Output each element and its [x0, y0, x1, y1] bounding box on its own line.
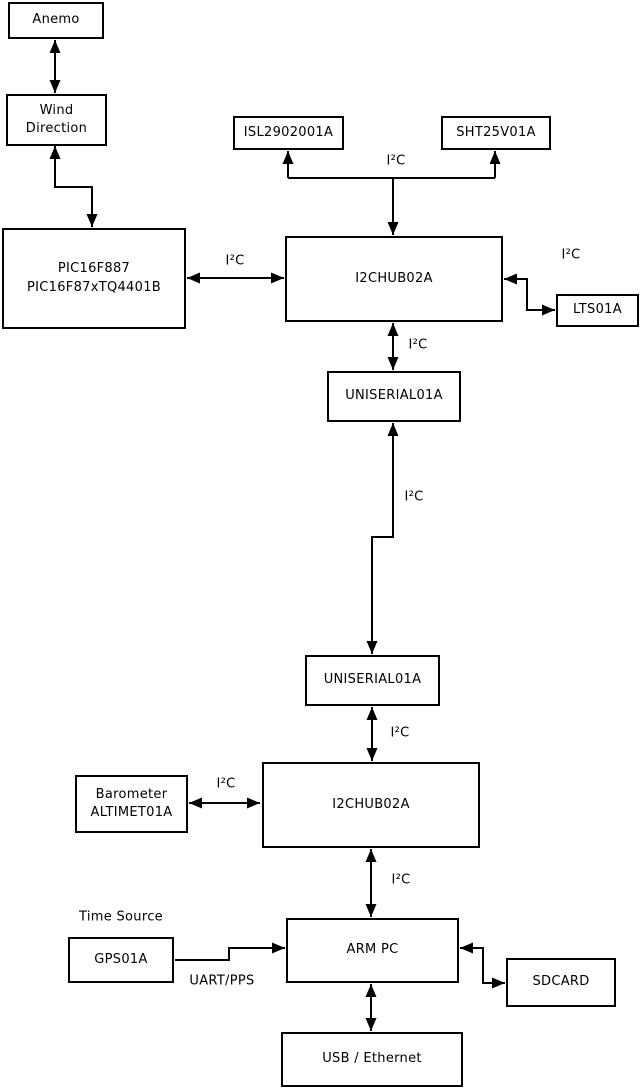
bus-label-barometer-hub2-i2c: I²C: [216, 776, 236, 792]
time-source-label: Time Source: [79, 909, 163, 925]
node-anemometer-label: Anemo: [32, 12, 80, 28]
bus-label-uniserial-hub2-i2c: I²C: [390, 725, 410, 741]
node-sht-humidity-sensor: SHT25V01A: [441, 116, 551, 150]
edge-hub1-lts: [504, 273, 555, 316]
uart-pps-label: UART/PPS: [189, 973, 255, 989]
edge-uniserial1-uniserial2: [366, 423, 399, 654]
edge-wind-pic: [49, 146, 98, 227]
edge-gps-arm: [175, 942, 285, 961]
node-uniserial-upper-label: UNISERIAL01A: [345, 388, 443, 404]
node-i2c-hub-upper-label: I2CHUB02A: [355, 270, 433, 286]
bus-label-sensors-i2c: I²C: [386, 153, 406, 169]
node-wind-direction: Wind Direction: [6, 94, 107, 146]
bus-label-uniserial-link-i2c: I²C: [404, 489, 424, 505]
node-usb-ethernet: USB / Ethernet: [281, 1032, 463, 1087]
node-wind-direction-label: Wind Direction: [25, 102, 88, 136]
node-i2c-hub-lower-label: I2CHUB02A: [332, 796, 410, 812]
node-arm-pc: ARM PC: [286, 918, 459, 983]
node-uniserial-lower: UNISERIAL01A: [305, 655, 440, 706]
bus-label-hub2-arm-i2c: I²C: [391, 872, 411, 888]
bus-label-hub-lts-i2c: I²C: [561, 247, 581, 263]
node-isl-light-sensor: ISL2902001A: [233, 116, 344, 150]
node-gps: GPS01A: [68, 937, 174, 983]
bus-label-hub-uniserial-i2c: I²C: [408, 337, 428, 353]
node-i2c-hub-lower: I2CHUB02A: [262, 762, 480, 848]
node-uniserial-upper: UNISERIAL01A: [327, 371, 461, 422]
node-sdcard: SDCARD: [506, 958, 616, 1007]
node-pic-label: PIC16F887 PIC16F87xTQ4401B: [27, 261, 161, 295]
node-gps-label: GPS01A: [94, 951, 148, 967]
node-i2c-hub-upper: I2CHUB02A: [285, 236, 503, 322]
node-lts-temperature-sensor: LTS01A: [556, 294, 639, 327]
node-anemometer: Anemo: [8, 2, 104, 39]
node-uniserial-lower-label: UNISERIAL01A: [323, 672, 422, 688]
node-barometer: Barometer ALTIMET01A: [75, 775, 188, 833]
node-arm-pc-label: ARM PC: [346, 942, 399, 958]
node-sdcard-label: SDCARD: [532, 974, 590, 990]
edge-arm-sdcard: [460, 942, 505, 989]
node-pic-microcontroller: PIC16F887 PIC16F87xTQ4401B: [2, 228, 186, 329]
node-barometer-label: Barometer ALTIMET01A: [90, 786, 173, 820]
node-sht-label: SHT25V01A: [456, 124, 536, 140]
bus-label-pic-hub-i2c: I²C: [225, 253, 245, 269]
node-lts-label: LTS01A: [573, 302, 622, 318]
node-isl-label: ISL2902001A: [243, 124, 334, 140]
node-usb-ethernet-label: USB / Ethernet: [322, 1051, 422, 1067]
